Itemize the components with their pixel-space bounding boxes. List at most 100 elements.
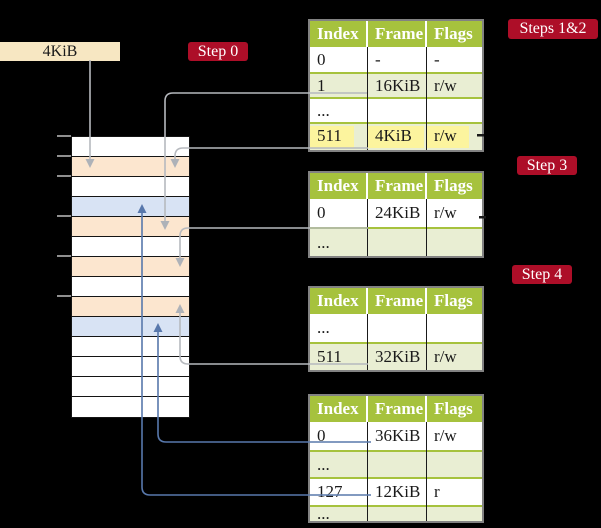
cell-flags: -: [434, 49, 440, 69]
memory-row-white: [72, 277, 189, 297]
memory-row-white: [72, 377, 189, 397]
table-row: ...: [310, 504, 482, 523]
physical-memory-column: [71, 136, 190, 418]
cell-index: ...: [317, 100, 330, 120]
cell-flags: [427, 229, 482, 256]
header-cell-frame: Frame: [368, 288, 427, 314]
cell-index: 127: [317, 482, 343, 501]
cell-flags: r/w: [434, 347, 457, 366]
cell-flags: [427, 507, 482, 521]
table-row: ...: [310, 450, 482, 477]
page-table-level-4: Index Frame Flags 0 - - 1 16KiB r/w ... …: [308, 19, 484, 152]
header-cell-flags: Flags: [434, 24, 473, 43]
cell-index: 1: [317, 75, 326, 95]
table-row: 1 16KiB r/w: [310, 72, 482, 97]
table-header-row: Index Frame Flags: [310, 396, 482, 422]
column-divider: [367, 422, 368, 521]
address-tick: [57, 215, 71, 217]
highlighted-value: 4KiB: [368, 126, 424, 148]
memory-row-white: [72, 137, 189, 157]
cell-index: 511: [310, 124, 368, 150]
cell-index: 0: [317, 203, 326, 222]
memory-row-white: [72, 237, 189, 257]
header-cell-frame: Frame: [368, 21, 427, 47]
badge-step-3: Step 3: [517, 156, 577, 175]
column-divider: [426, 199, 427, 256]
cell-frame: 24KiB: [375, 203, 421, 222]
column-divider: [426, 422, 427, 521]
cell-flags: [427, 452, 482, 477]
table-row: 0 24KiB r/w: [310, 199, 482, 227]
cell-frame: [368, 99, 427, 122]
memory-row-peach: [72, 257, 189, 277]
memory-row-peach: [72, 217, 189, 237]
column-divider: [426, 47, 427, 150]
badge-steps-1-2: Steps 1&2: [508, 19, 598, 39]
cell-index: 0: [317, 49, 326, 69]
cell-flags: r/w: [427, 124, 482, 150]
cell-frame: 32KiB: [375, 347, 421, 366]
table-header-row: Index Frame Flags: [310, 21, 482, 47]
header-cell-frame: Frame: [368, 396, 427, 422]
header-cell-index: Index: [310, 396, 368, 422]
header-cell-flags: Flags: [434, 291, 473, 310]
badge-step-4: Step 4: [512, 265, 572, 284]
table-row: 0 36KiB r/w: [310, 422, 482, 450]
cell-flags: r: [434, 482, 440, 501]
page-table-level-3: Index Frame Flags 0 24KiB r/w ...: [308, 171, 484, 258]
cell-flags: r/w: [434, 75, 457, 95]
memory-row-peach: [72, 157, 189, 177]
frame-4kib-label: 4KiB: [42, 42, 78, 60]
cell-index: ...: [317, 504, 330, 523]
cell-frame: [368, 314, 427, 342]
cell-flags: r/w: [434, 426, 457, 445]
frame-4kib-box: 4KiB: [0, 42, 120, 61]
memory-row-peach: [72, 297, 189, 317]
table-row: ...: [310, 227, 482, 256]
cell-frame: 12KiB: [375, 482, 421, 501]
table-row: ...: [310, 314, 482, 342]
table-row: ...: [310, 97, 482, 122]
table-row: 0 - -: [310, 47, 482, 72]
table-row: 511 32KiB r/w: [310, 342, 482, 370]
cell-index: 511: [317, 347, 342, 366]
cell-index: 0: [317, 426, 326, 445]
header-cell-flags: Flags: [434, 399, 473, 418]
highlighted-value: 511: [310, 126, 354, 148]
cell-index: ...: [317, 318, 330, 337]
cell-frame: 16KiB: [375, 75, 421, 95]
table-header-row: Index Frame Flags: [310, 288, 482, 314]
memory-row-blue: [72, 317, 189, 337]
column-divider: [367, 47, 368, 150]
cell-frame: [368, 229, 427, 256]
address-tick: [57, 175, 71, 177]
column-divider: [367, 314, 368, 370]
page-table-level-2: Index Frame Flags ... 511 32KiB r/w: [308, 286, 484, 372]
cell-flags: r/w: [434, 203, 457, 222]
memory-row-white: [72, 177, 189, 197]
header-cell-index: Index: [310, 173, 368, 199]
header-cell-index: Index: [310, 21, 368, 47]
cell-index: ...: [317, 454, 330, 474]
page-table-level-1: Index Frame Flags 0 36KiB r/w ... 127 12…: [308, 394, 484, 523]
cell-index: ...: [317, 232, 330, 252]
cell-frame: -: [375, 49, 381, 69]
table-row: 127 12KiB r: [310, 477, 482, 505]
header-cell-flags: Flags: [434, 176, 473, 195]
address-tick: [57, 155, 71, 157]
header-cell-index: Index: [310, 288, 368, 314]
column-divider: [367, 199, 368, 256]
address-tick: [57, 295, 71, 297]
memory-row-white: [72, 397, 189, 417]
header-cell-frame: Frame: [368, 173, 427, 199]
memory-row-white: [72, 357, 189, 377]
cell-frame: [368, 507, 427, 521]
table-header-row: Index Frame Flags: [310, 173, 482, 199]
badge-step-0: Step 0: [188, 42, 248, 61]
cell-frame: 36KiB: [375, 426, 421, 445]
cell-flags: [427, 99, 482, 122]
cell-frame: [368, 452, 427, 477]
address-tick: [57, 135, 71, 137]
cell-flags: [427, 314, 482, 342]
